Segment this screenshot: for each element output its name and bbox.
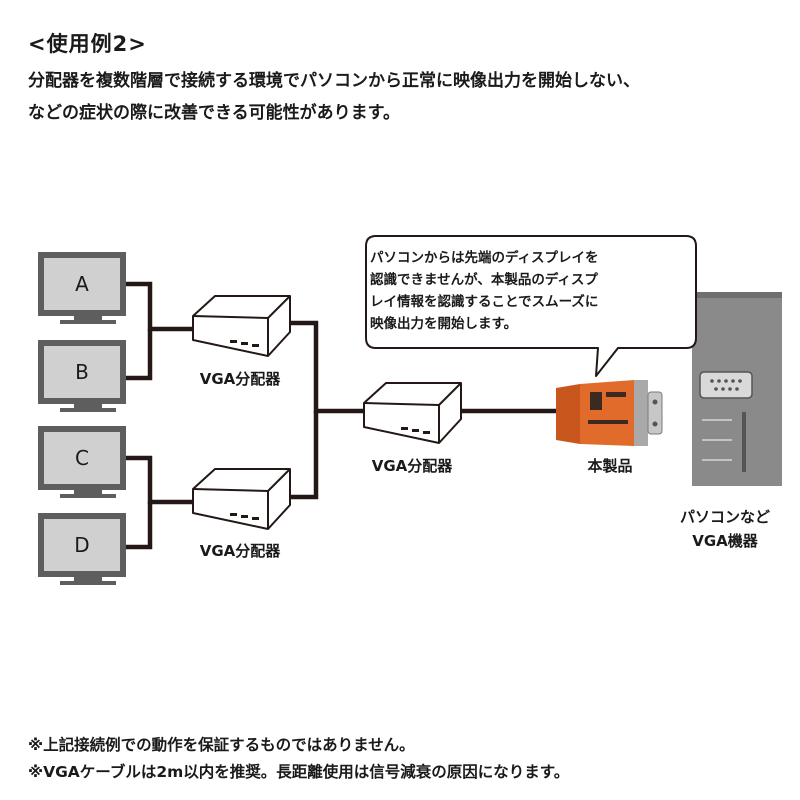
cable-monitor-a <box>126 281 193 332</box>
pc-label-line-1: パソコンなど <box>679 508 770 526</box>
callout-line-1: パソコンからは先端のディスプレイを <box>370 250 599 266</box>
cable-monitor-b <box>126 329 153 381</box>
note-line-1: ※上記接続例での動作を保証するものではありません。 <box>28 736 415 754</box>
monitor-b-label: B <box>75 360 89 384</box>
pc-tower <box>692 292 782 486</box>
monitor-c-label: C <box>75 446 89 470</box>
description-line-2: などの症状の際に改善できる可能性があります。 <box>28 103 400 123</box>
product-adapter <box>556 380 663 446</box>
callout-line-2: 認識できませんが、本製品のディスプ <box>370 272 598 288</box>
splitter-bottom-label: VGA分配器 <box>199 542 281 560</box>
description-line-1: 分配器を複数階層で接続する環境でパソコンから正常に映像出力を開始しない、 <box>28 71 640 91</box>
product-label: 本製品 <box>587 457 633 475</box>
splitter-middle-label: VGA分配器 <box>371 457 453 475</box>
cables <box>126 281 556 550</box>
monitor-b <box>38 340 126 412</box>
monitor-d-label: D <box>74 533 90 557</box>
cable-monitor-c <box>126 455 193 505</box>
cable-bottom-splitter <box>290 411 319 500</box>
monitor-c <box>38 426 126 498</box>
cable-monitor-d <box>126 502 153 550</box>
monitor-a <box>38 252 126 324</box>
monitor-a-label: A <box>75 272 89 296</box>
callout-line-4: 映像出力を開始します。 <box>370 316 518 332</box>
splitter-middle <box>363 382 462 444</box>
page-heading: <使用例2> <box>28 32 147 56</box>
cable-top-splitter <box>290 320 366 414</box>
note-line-2: ※VGAケーブルは2m以内を推奨。長距離使用は信号減衰の原因になります。 <box>28 763 570 781</box>
callout-text: パソコンからは先端のディスプレイを 認識できませんが、本製品のディスプ レイ情報… <box>370 247 670 335</box>
splitter-top-label: VGA分配器 <box>199 370 281 388</box>
splitter-top <box>192 295 291 357</box>
callout-line-3: レイ情報を認識することでスムーズに <box>370 294 599 310</box>
pc-label-line-2: VGA機器 <box>692 532 758 550</box>
splitter-bottom <box>192 468 291 530</box>
callout-bubble <box>365 235 697 377</box>
monitor-d <box>38 513 126 585</box>
